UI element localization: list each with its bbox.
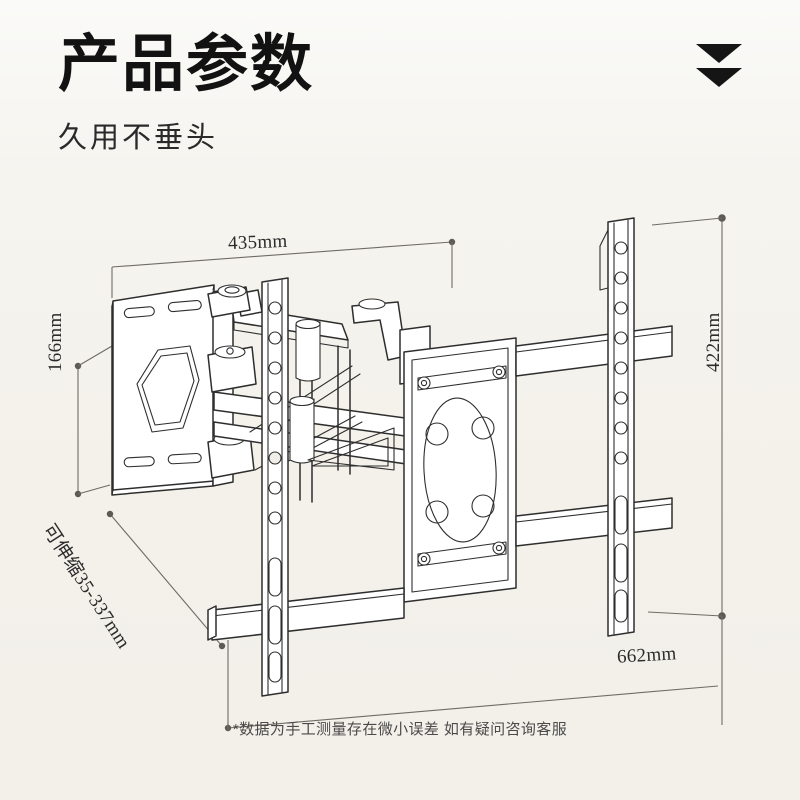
rail-left-round-holes bbox=[268, 301, 282, 525]
articulating-arms bbox=[207, 284, 431, 503]
page-header: 产品参数 久用不垂头 bbox=[58, 34, 314, 156]
footnote-text: *数据为手工测量存在微小误差 如有疑问咨询客服 bbox=[232, 721, 568, 738]
rail-right-round-holes bbox=[614, 241, 628, 465]
cross-bars bbox=[515, 325, 673, 547]
pivot-hole bbox=[471, 494, 495, 518]
dimension-endpoint bbox=[218, 642, 226, 650]
cross-bar-left-lower bbox=[207, 587, 405, 641]
pivot-bolts bbox=[417, 365, 506, 566]
pivot-bolt-bar bbox=[417, 365, 507, 391]
cross-bar-lower bbox=[515, 497, 673, 547]
dimension-tick-166-bottom bbox=[77, 484, 111, 495]
scroll-down-indicator[interactable] bbox=[696, 44, 742, 92]
bracket-drawing bbox=[111, 217, 673, 697]
rail-right-slots bbox=[614, 495, 628, 623]
dimension-tick-422-bottom bbox=[647, 611, 723, 617]
arm-pins bbox=[289, 318, 321, 464]
pivot-hole bbox=[471, 416, 495, 440]
pivot-hole bbox=[425, 422, 449, 446]
dimension-label-662: 662mm bbox=[616, 643, 678, 668]
page-subtitle: 久用不垂头 bbox=[58, 122, 219, 154]
dimension-line-435 bbox=[111, 241, 453, 268]
page-title: 产品参数 bbox=[58, 31, 315, 99]
wall-plate-slots bbox=[123, 299, 202, 468]
pivot-plate bbox=[403, 337, 517, 603]
dimension-line-extension bbox=[109, 513, 223, 647]
pivot-hole bbox=[425, 500, 449, 524]
dimension-label-435: 435mm bbox=[227, 230, 288, 255]
diagram-svg: .ln{fill:none;stroke:#2e2e2e;stroke-widt… bbox=[74, 214, 726, 732]
dimension-lines bbox=[74, 214, 726, 732]
chevron-down-icon bbox=[696, 68, 742, 87]
dimension-endpoint bbox=[106, 510, 114, 518]
dimension-label-166: 166mm bbox=[45, 312, 66, 372]
dimension-line-662 bbox=[227, 685, 719, 729]
cross-bar-upper bbox=[515, 325, 673, 377]
vertical-rail-right bbox=[599, 217, 635, 637]
pivot-bolt-bar bbox=[417, 541, 507, 567]
dimension-tick-166-top bbox=[77, 345, 113, 367]
vertical-rail-left bbox=[261, 277, 289, 697]
chevron-down-icon bbox=[696, 44, 742, 63]
dimension-label-422: 422mm bbox=[703, 312, 724, 372]
dimension-tick-422-top bbox=[651, 217, 723, 226]
product-diagram: .ln{fill:none;stroke:#2e2e2e;stroke-widt… bbox=[0, 170, 800, 800]
wall-plate bbox=[111, 284, 215, 496]
arm-upper-right bbox=[351, 301, 407, 361]
rail-left-slots bbox=[268, 557, 282, 683]
